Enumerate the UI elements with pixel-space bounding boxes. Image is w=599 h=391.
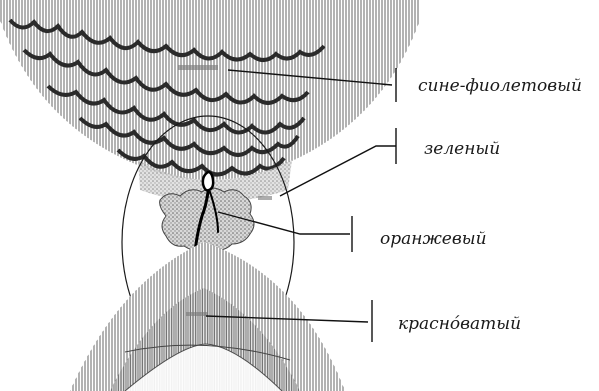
label-green: зеленый — [424, 139, 500, 159]
label-orange: оранжевый — [380, 229, 487, 249]
label-reddish: краснóватый — [398, 314, 521, 334]
label-blue-violet: сине-фиолетовый — [418, 76, 582, 96]
